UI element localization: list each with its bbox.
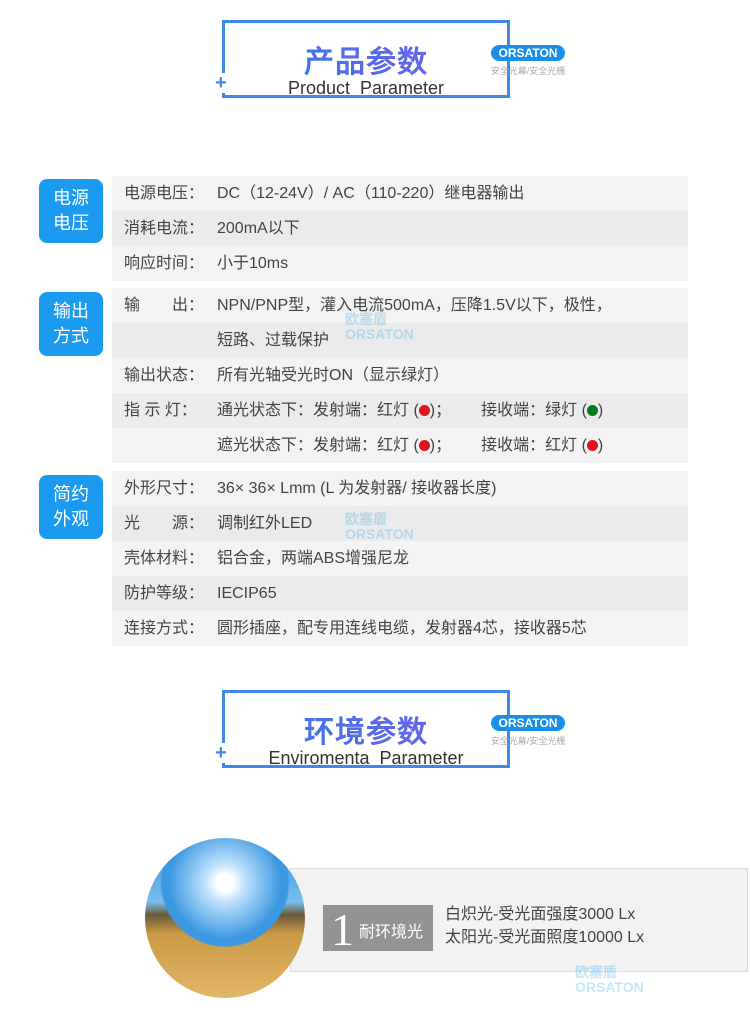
spec-label: 输 出： [124, 297, 205, 314]
product-parameter-header: 产品参数 Product Parameter + [215, 20, 510, 98]
spec-row: 输出状态： 所有光轴受光时ON（显示绿灯） [112, 358, 688, 393]
spec-label: 电源电压： [124, 185, 205, 202]
section-tag-power: 电源电压 [39, 179, 103, 243]
spec-label: 光 源： [124, 515, 205, 532]
header-title-en: Enviromenta Parameter [268, 748, 464, 768]
spec-row: 电源电压： DC（12-24V）/ AC（110-220）继电器输出 [112, 176, 688, 211]
spec-label: 连接方式： [124, 620, 205, 637]
spec-value: 200mA以下 [217, 220, 300, 237]
spec-value: )； [429, 402, 452, 419]
spec-value: 小于10ms [217, 255, 289, 272]
plus-icon: + [215, 742, 227, 764]
spec-value: 遮光状态下：发射端：红灯 ( [217, 437, 419, 454]
spec-row: 遮光状态下：发射端：红灯 ( )； 接收端：红灯 () [112, 428, 688, 463]
spec-label: 输出状态： [124, 367, 205, 384]
spec-value: 铝合金，两端ABS增强尼龙 [217, 550, 410, 567]
spec-value: ) [597, 437, 604, 454]
brand-subtitle: 安全光幕/安全光栅 [490, 736, 566, 746]
spec-value: )； [429, 437, 452, 454]
red-light-dot [586, 440, 598, 451]
spec-label: 外形尺寸： [124, 480, 205, 497]
spec-row: 短路、过载保护 [112, 323, 688, 358]
spec-label: 指 示 灯： [124, 402, 197, 419]
spec-row: 光 源： 调制红外LED [112, 506, 688, 541]
plus-icon: + [215, 72, 227, 94]
spec-value: 接收端：红灯 ( [481, 437, 587, 454]
feature-line: 太阳光-受光面照度10000 Lx [445, 929, 645, 946]
header-title-cn: 环境参数 [225, 707, 507, 751]
spec-value: 调制红外LED [217, 515, 313, 532]
spec-label: 防护等级： [124, 585, 205, 602]
brand-logo: ORSATON 安全光幕/安全光栅 [473, 714, 583, 747]
spec-label: 壳体材料： [124, 550, 205, 567]
spec-row: 外形尺寸： 36× 36× Lmm (L 为发射器/ 接收器长度) [112, 471, 688, 506]
brand-logo: ORSATON 安全光幕/安全光栅 [473, 44, 583, 77]
spec-row: 响应时间： 小于10ms [112, 246, 688, 281]
spec-row: 防护等级： IECIP65 [112, 576, 688, 611]
red-light-dot [418, 405, 430, 416]
spec-value: 所有光轴受光时ON（显示绿灯） [217, 367, 450, 384]
feature-number: 1 [331, 904, 354, 955]
red-light-dot [418, 440, 430, 451]
spec-label: 响应时间： [124, 255, 205, 272]
spec-value: 通光状态下：发射端：红灯 ( [217, 402, 419, 419]
feature-badge: 1 耐环境光 [323, 904, 433, 955]
brand-name: ORSATON [490, 715, 566, 731]
feature-line: 白炽光-受光面强度3000 Lx [445, 906, 636, 923]
spec-value: IECIP65 [217, 585, 277, 602]
sun-desert-image [145, 838, 305, 998]
spec-row: 输 出： NPN/PNP型，灌入电流500mA，压降1.5V以下，极性， [112, 288, 688, 323]
green-light-dot [586, 405, 598, 416]
header-title-en: Product Parameter [287, 78, 445, 98]
spec-row: 消耗电流： 200mA以下 [112, 211, 688, 246]
spec-value: NPN/PNP型，灌入电流500mA，压降1.5V以下，极性， [217, 297, 612, 314]
spec-value: DC（12-24V）/ AC（110-220）继电器输出 [217, 185, 525, 202]
spec-value: 接收端：绿灯 ( [481, 402, 587, 419]
spec-row: 指 示 灯： 通光状态下：发射端：红灯 ( )； 接收端：绿灯 () [112, 393, 688, 428]
feature-description: 白炽光-受光面强度3000 Lx 太阳光-受光面照度10000 Lx [445, 903, 644, 949]
header-title-cn: 产品参数 [225, 37, 507, 81]
section-tag-appearance: 简约外观 [39, 475, 103, 539]
section-tag-output: 输出方式 [39, 292, 103, 356]
spec-value: 36× 36× Lmm (L 为发射器/ 接收器长度) [217, 480, 497, 497]
brand-subtitle: 安全光幕/安全光栅 [490, 66, 566, 76]
spec-row: 壳体材料： 铝合金，两端ABS增强尼龙 [112, 541, 688, 576]
feature-title: 耐环境光 [359, 924, 424, 941]
spec-row: 连接方式： 圆形插座，配专用连线电缆，发射器4芯，接收器5芯 [112, 611, 688, 646]
spec-label: 消耗电流： [124, 220, 205, 237]
spec-value: 圆形插座，配专用连线电缆，发射器4芯，接收器5芯 [217, 620, 587, 637]
spec-value: 短路、过载保护 [217, 332, 330, 349]
environment-parameter-header: 环境参数 Enviromenta Parameter + [215, 690, 510, 768]
brand-name: ORSATON [490, 45, 566, 61]
spec-value: ) [597, 402, 604, 419]
